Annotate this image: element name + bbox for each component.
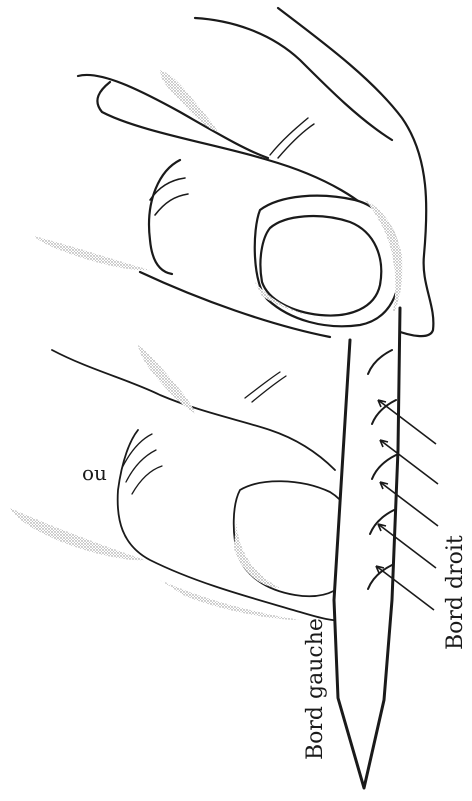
lower-hand-shading [10,345,300,620]
lower-hand [52,350,356,621]
upper-hand [78,8,433,337]
alternative-label: ou [82,461,107,485]
scraper-blade [334,308,400,788]
right-edge-label: Bord droit [443,535,468,650]
left-edge-label: Bord gauche [303,618,328,760]
